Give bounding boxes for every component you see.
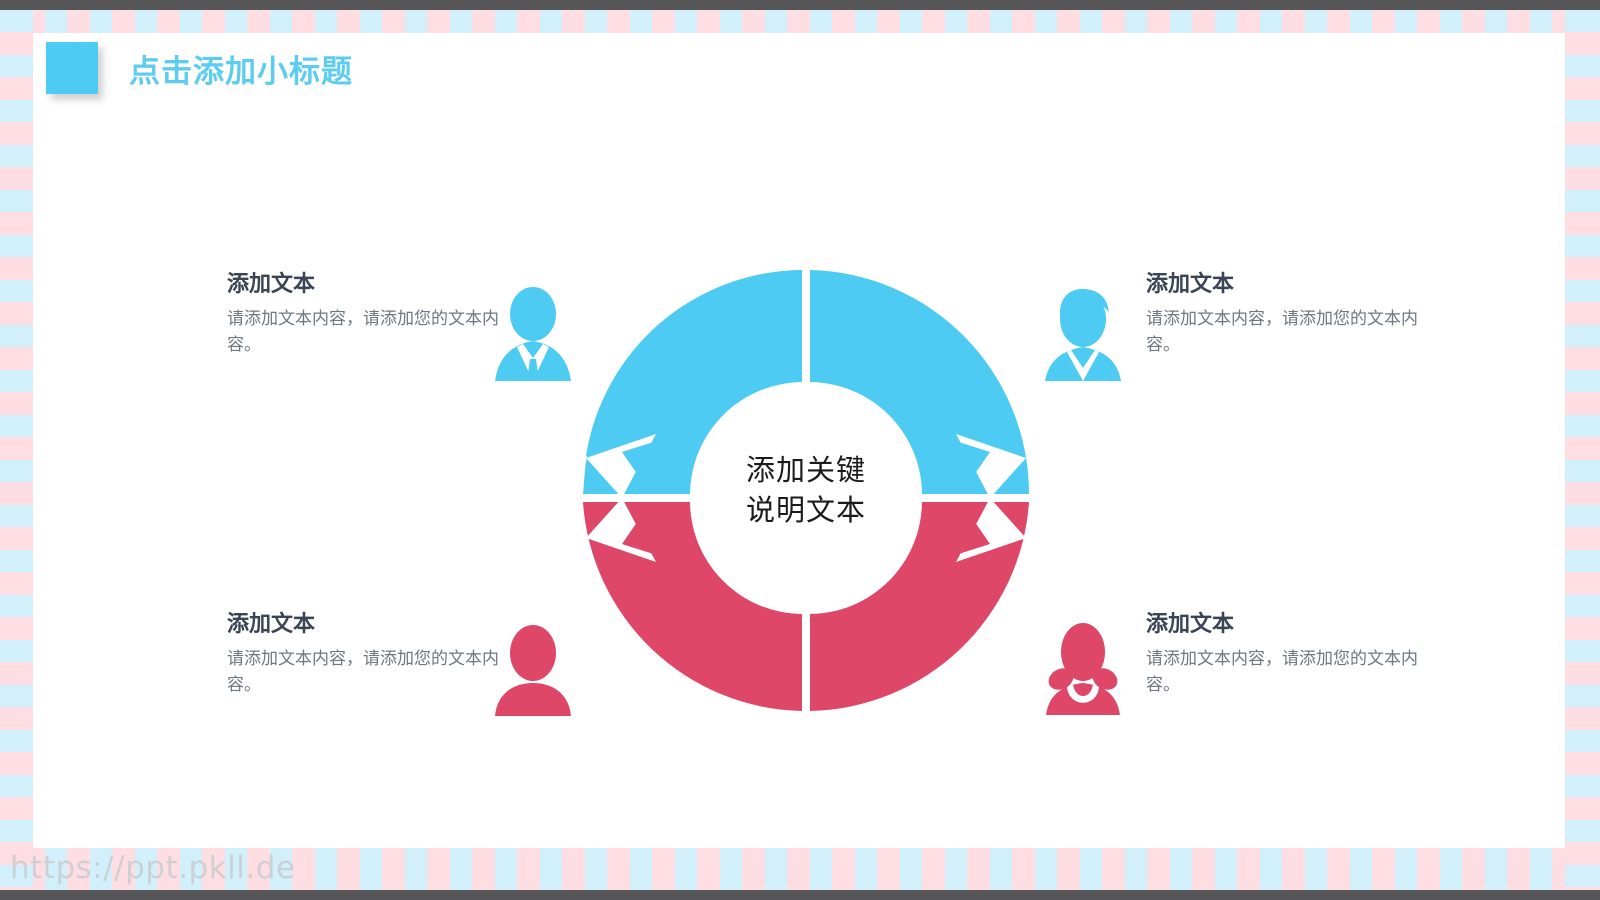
woman-silhouette-icon xyxy=(1037,620,1129,719)
donut-svg xyxy=(583,270,1029,711)
donut-segment-top-right[interactable] xyxy=(810,270,1029,498)
donut-segment-bottom-left[interactable] xyxy=(583,498,802,711)
site-watermark: https://ppt.pkll.de xyxy=(10,850,296,886)
page-title[interactable]: 点击添加小标题 xyxy=(129,53,353,90)
slide-header: 点击添加小标题 xyxy=(46,42,353,94)
four-quadrant-donut-diagram: 添加关键 说明文本 xyxy=(570,262,1042,719)
donut-center-hole xyxy=(693,385,919,611)
quadrant-title[interactable]: 添加文本 xyxy=(1146,272,1235,297)
blue-square-icon xyxy=(46,42,98,94)
donut-segment-bottom-right[interactable] xyxy=(810,498,1029,711)
businessman-silhouette-icon xyxy=(487,286,579,385)
quadrant-text-bottom-right: 添加文本 请添加文本内容，请添加您的文本内容。 xyxy=(1146,612,1446,698)
quadrant-title[interactable]: 添加文本 xyxy=(227,612,316,637)
quadrant-title[interactable]: 添加文本 xyxy=(227,272,316,297)
donut-segment-top-left[interactable] xyxy=(583,270,802,498)
person-silhouette-icon xyxy=(487,624,579,720)
top-dark-bar xyxy=(0,0,1600,10)
striped-border-bottom xyxy=(0,848,1600,890)
quadrant-text-top-left: 添加文本 请添加文本内容，请添加您的文本内容。 xyxy=(227,272,527,358)
quadrant-body[interactable]: 请添加文本内容，请添加您的文本内容。 xyxy=(227,649,499,695)
young-man-silhouette-icon xyxy=(1037,286,1129,385)
quadrant-text-top-right: 添加文本 请添加文本内容，请添加您的文本内容。 xyxy=(1146,272,1446,358)
bottom-dark-bar xyxy=(0,890,1600,900)
striped-border-top xyxy=(0,10,1600,33)
quadrant-body[interactable]: 请添加文本内容，请添加您的文本内容。 xyxy=(1146,649,1418,695)
quadrant-body[interactable]: 请添加文本内容，请添加您的文本内容。 xyxy=(1146,309,1418,355)
quadrant-body[interactable]: 请添加文本内容，请添加您的文本内容。 xyxy=(227,309,499,355)
striped-border-left xyxy=(0,10,33,890)
quadrant-text-bottom-left: 添加文本 请添加文本内容，请添加您的文本内容。 xyxy=(227,612,527,698)
quadrant-title[interactable]: 添加文本 xyxy=(1146,612,1235,637)
striped-border-right xyxy=(1565,10,1600,890)
